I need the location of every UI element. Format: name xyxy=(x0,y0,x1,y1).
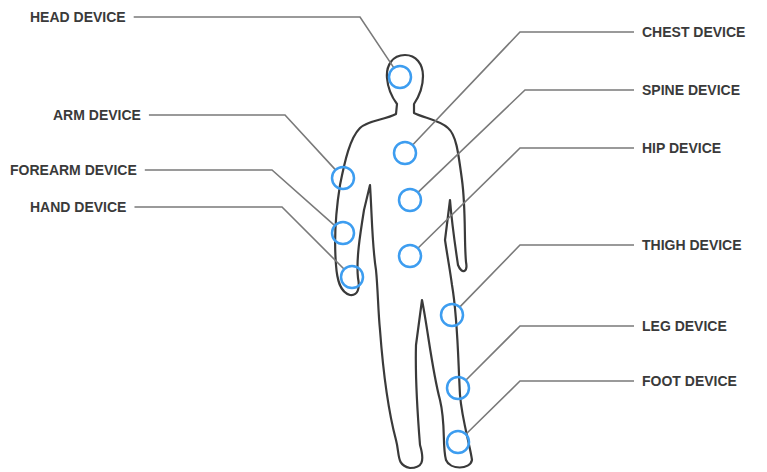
leader-line xyxy=(145,170,335,226)
sensor-markers xyxy=(332,66,469,453)
leader-line xyxy=(460,245,634,307)
sensor-circle xyxy=(332,167,354,189)
sensor-circle xyxy=(447,431,469,453)
body-silhouette xyxy=(335,55,472,468)
part-label: FOREARM DEVICE xyxy=(10,162,137,178)
sensor-circle xyxy=(447,377,469,399)
sensor-circle xyxy=(389,66,411,88)
part-label: HEAD DEVICE xyxy=(30,9,126,25)
part-label: ARM DEVICE xyxy=(53,107,141,123)
sensor-circle xyxy=(441,304,463,326)
part-label: HIP DEVICE xyxy=(642,140,721,156)
leader-line xyxy=(418,90,634,192)
sensor-circle xyxy=(332,222,354,244)
leader-lines xyxy=(134,17,634,434)
sensor-circle xyxy=(399,245,421,267)
sensor-circle xyxy=(341,266,363,288)
part-label: HAND DEVICE xyxy=(30,199,126,215)
sensor-circle xyxy=(394,142,416,164)
part-label: FOOT DEVICE xyxy=(642,373,737,389)
leader-line xyxy=(466,381,634,434)
leader-line xyxy=(418,148,634,248)
part-label: THIGH DEVICE xyxy=(642,237,742,253)
part-label: CHEST DEVICE xyxy=(642,24,745,40)
part-label: SPINE DEVICE xyxy=(642,82,740,98)
leader-line xyxy=(466,326,634,380)
leader-line xyxy=(413,32,634,145)
sensor-circle xyxy=(399,189,421,211)
leader-line xyxy=(134,17,394,68)
leader-line xyxy=(149,115,336,170)
leader-line xyxy=(134,207,344,269)
part-label: LEG DEVICE xyxy=(642,318,727,334)
